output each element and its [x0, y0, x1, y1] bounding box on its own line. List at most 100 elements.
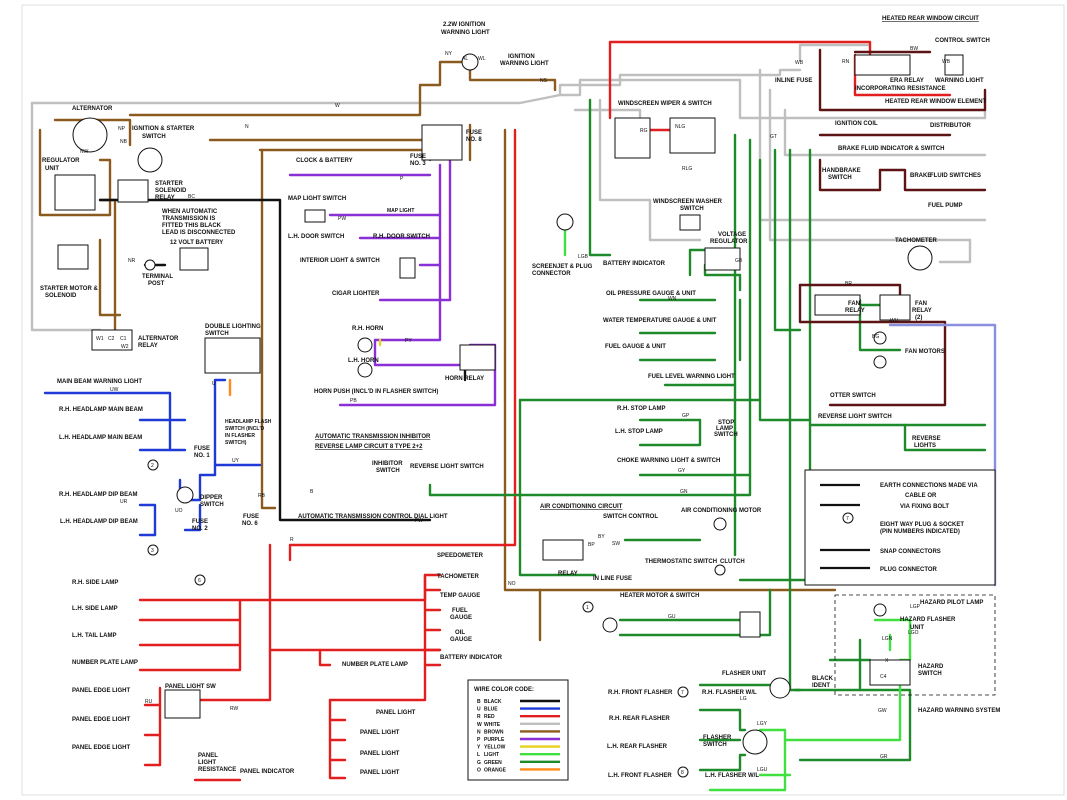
ign-warning-b-label-2: WARNING LIGHT	[500, 61, 549, 67]
screenjet-label: SCREENJET & PLUG	[532, 264, 593, 270]
key-snap: SNAP CONNECTORS	[880, 549, 941, 555]
terminal-post-symbol	[144, 259, 156, 271]
fuel-level-label: FUEL LEVEL WARNING LIGHT	[648, 374, 735, 380]
fan-motor-1	[873, 331, 887, 345]
battery-label: 12 VOLT BATTERY	[170, 240, 223, 246]
ign-warning-lamp	[461, 53, 479, 71]
lh-front-flasher-label: L.H. FRONT FLASHER	[608, 773, 672, 779]
legend-code: N	[477, 729, 481, 735]
code-no: NO	[508, 581, 516, 587]
auto-dial-label: AUTOMATIC TRANSMISSION CONTROL DIAL LIGH…	[298, 514, 448, 520]
wire-brown-reg2	[53, 118, 132, 147]
wire-blue-rhd	[138, 503, 157, 537]
wire-white-right-1	[738, 78, 987, 120]
code-nlg: NLG	[675, 124, 685, 130]
lh-tail-label: L.H. TAIL LAMP	[72, 633, 116, 639]
wire-lightgreen-3	[708, 728, 787, 792]
ac-motor-label: AIR CONDITIONING MOTOR	[681, 508, 762, 514]
wire-green-trunk	[588, 98, 612, 257]
speedometer-label: SPEEDOMETER	[437, 553, 484, 559]
code-wb: WB	[795, 60, 804, 66]
clutch-symbol	[714, 564, 726, 576]
rh-side-label: R.H. SIDE LAMP	[72, 580, 118, 586]
code-lgb: LGB	[578, 254, 589, 260]
wire-green-lhs	[638, 418, 702, 447]
key-earth-2: CABLE OR	[905, 493, 937, 499]
wire-lightgreen-4	[783, 663, 902, 742]
starter-motor-label-2: SOLENOID	[45, 293, 77, 299]
panel-light-4-label: PANEL LIGHT	[360, 770, 400, 776]
map-light-switch-box	[304, 209, 326, 223]
fluid-switches-label: FLUID SWITCHES	[930, 173, 981, 179]
fan-relay-1-label: FAN	[848, 301, 860, 307]
reverse-switch-label: REVERSE LIGHT SWITCH	[818, 414, 892, 420]
code-nb: NB	[120, 139, 128, 145]
heater-label: HEATER MOTOR & SWITCH	[620, 593, 699, 599]
plug-1-num: 1	[586, 605, 589, 611]
code-gb: GB	[735, 258, 743, 264]
code-uy: UY	[232, 458, 240, 464]
auto-note-4: LEAD IS DISCONNECTED	[162, 230, 236, 236]
water-temp-label: WATER TEMPERATURE GAUGE & UNIT	[603, 318, 717, 324]
wire-green-trunk3	[428, 138, 752, 497]
fuse-8b-label: NO. 8	[466, 137, 482, 143]
wire-red-gauge	[328, 573, 427, 702]
stop-switch-label-2: LAMP	[716, 426, 733, 432]
legend-code: R	[477, 714, 481, 720]
code-al: AL	[462, 56, 468, 62]
clutch-label: CLUTCH	[720, 559, 745, 565]
fuse-6-label: FUSE	[243, 514, 259, 520]
dipper-label-2: SWITCH	[200, 502, 224, 508]
hazard-pilot-label: HAZARD PILOT LAMP	[920, 600, 983, 606]
hazard-switch-box	[869, 659, 911, 686]
key-eight-way-1: EIGHT WAY PLUG & SOCKET	[880, 522, 964, 528]
tachometer-symbol	[907, 245, 933, 271]
legend-name: BLACK	[484, 699, 502, 705]
heater-motor-symbol	[602, 617, 618, 633]
code-pb: PB	[350, 398, 357, 404]
handbrake-label: HANDBRAKE	[822, 168, 861, 174]
wire-green-trunk5	[773, 148, 802, 332]
dipper-label: DIPPER	[200, 495, 223, 501]
panel-edge-1-label: PANEL EDGE LIGHT	[72, 688, 130, 694]
ac-title: AIR CONDITIONING CIRCUIT	[540, 504, 623, 510]
wire-red-np2	[318, 648, 332, 667]
map-light-switch-label: MAP LIGHT SWITCH	[288, 196, 346, 202]
code-rg: RG	[640, 128, 648, 134]
battery-ind-label: BATTERY INDICATOR	[603, 261, 666, 267]
wire-blue-fuse	[183, 503, 202, 532]
ac-relay-box	[542, 539, 584, 561]
wiper-motor-box	[614, 117, 651, 159]
wire-black-batt	[98, 198, 432, 522]
wire-darkred-hrw	[818, 48, 987, 112]
code-lgn: LGN	[882, 636, 893, 642]
panel-edge-3-label: PANEL EDGE LIGHT	[72, 745, 130, 751]
code-u: U	[212, 381, 216, 387]
washer-label: WINDSCREEN WASHER	[653, 199, 723, 205]
code-c1: C1	[120, 336, 127, 342]
hazard-switch-label: HAZARD	[918, 664, 944, 670]
code-rlg: RLG	[682, 166, 692, 172]
code-w: W	[335, 103, 340, 109]
lh-door-label: L.H. DOOR SWITCH	[288, 234, 344, 240]
legend-code: P	[477, 737, 481, 743]
era-relay-label: ERA RELAY	[890, 78, 924, 84]
flasher-unit-label: FLASHER UNIT	[722, 671, 766, 677]
lh-horn-label: L.H. HORN	[348, 358, 379, 364]
code-wl: WL	[478, 56, 486, 62]
wire-brown-ign	[128, 60, 472, 117]
brake-fluid-label: BRAKE FLUID INDICATOR & SWITCH	[838, 146, 944, 152]
wire-green-heater3	[758, 588, 772, 637]
screenjet-symbol	[556, 213, 574, 231]
code-r: R	[290, 537, 294, 543]
starter-relay-label-3: RELAY	[155, 195, 175, 201]
legend-name: RED	[484, 714, 495, 720]
ignition-switch-symbol	[137, 147, 163, 173]
code-sw: SW	[612, 541, 620, 547]
stop-switch-label-3: SWITCH	[714, 432, 738, 438]
component-group: ALTERNATOR IGNITION & STARTER SWITCH REG…	[40, 16, 1000, 781]
alt-relay-label-2: RELAY	[138, 343, 158, 349]
plug-3-symbol	[147, 544, 159, 556]
fuel-gauge-2-label: FUEL	[452, 608, 468, 614]
cigar-label: CIGAR LIGHTER	[332, 291, 380, 297]
